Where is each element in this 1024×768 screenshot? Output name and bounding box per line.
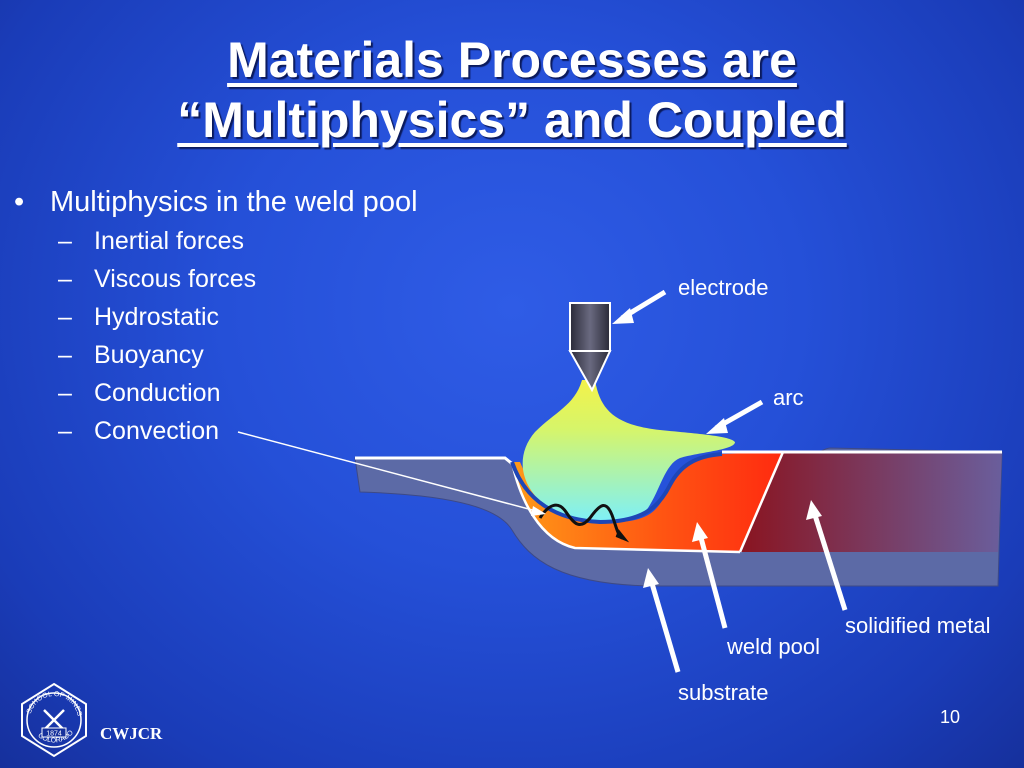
- solidified-metal-arrow: [806, 500, 848, 611]
- convection-leader: [237, 431, 541, 513]
- page-number: 10: [940, 707, 961, 727]
- label-solidified-metal: solidified metal: [845, 613, 991, 638]
- label-electrode: electrode: [678, 275, 769, 300]
- svg-text:1874: 1874: [46, 731, 62, 738]
- sub-item-conduction: –Conduction: [58, 379, 221, 407]
- sub-item-convection: –Convection: [58, 417, 220, 445]
- sub-item-buoyancy: –Buoyancy: [58, 341, 204, 369]
- bullet-list: • Multiphysics in the weld pool –Inertial…: [14, 182, 418, 450]
- sub-list: –Inertial forces –Viscous forces –Hydros…: [14, 222, 418, 450]
- sub-item-hydrostatic: –Hydrostatic: [58, 303, 220, 331]
- label-weld-pool: weld pool: [727, 634, 820, 659]
- solidified-metal-shape: [740, 452, 1002, 552]
- bullet-text: Multiphysics in the weld pool: [50, 186, 418, 218]
- label-arc: arc: [773, 385, 804, 410]
- org-name: CWJCR: [100, 724, 163, 743]
- weld-pool-arrow: [692, 522, 728, 629]
- school-seal-logo: SCHOOL OF MINES COLORADO 1874: [21, 682, 87, 758]
- convection-swirl: [538, 503, 623, 540]
- bullet-marker: •: [14, 186, 25, 218]
- title-line-1: Materials Processes are: [227, 32, 797, 88]
- label-substrate: substrate: [678, 680, 769, 705]
- electrode-shape: [569, 302, 611, 352]
- arc-arrow: [706, 399, 764, 434]
- arc-shape: [522, 380, 735, 521]
- substrate-arrow: [643, 568, 681, 673]
- svg-text:SCHOOL OF MINES: SCHOOL OF MINES: [26, 691, 83, 717]
- sub-item-viscous: –Viscous forces: [58, 265, 257, 293]
- electrode-arrow: [612, 289, 667, 324]
- slide-title: Materials Processes are “Multiphysics” a…: [0, 30, 1024, 150]
- weld-pool-shape: [512, 452, 783, 552]
- bullet-item: • Multiphysics in the weld pool –Inertial…: [14, 182, 418, 450]
- title-line-2: “Multiphysics” and Coupled: [177, 92, 847, 148]
- sub-item-inertial: –Inertial forces: [58, 227, 245, 255]
